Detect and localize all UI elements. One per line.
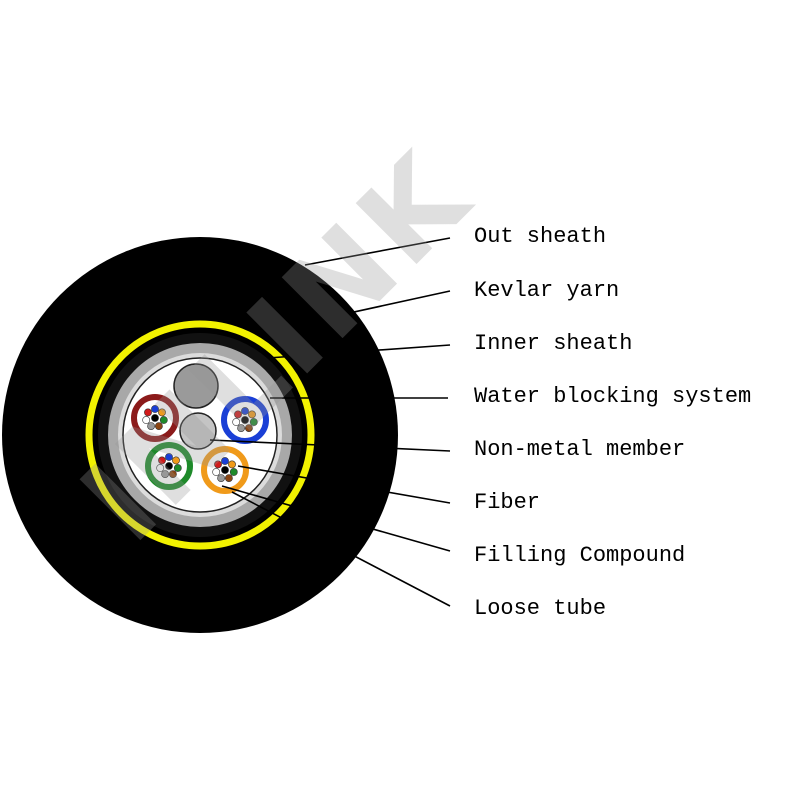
fiber — [173, 464, 182, 472]
filler-rod — [173, 363, 219, 409]
fiber — [214, 460, 222, 469]
loose-tube-green — [145, 442, 193, 490]
non-metal-member — [179, 412, 217, 450]
fiber — [217, 474, 225, 482]
fiber — [172, 456, 180, 465]
fiber — [156, 464, 165, 472]
label-water-blocking-system: Water blocking system — [474, 384, 752, 409]
leader-kevlar-yarn — [257, 290, 451, 334]
leader-out-sheath — [304, 237, 451, 266]
fiber — [142, 416, 151, 424]
fiber — [228, 460, 236, 469]
fiber — [234, 410, 242, 419]
leader-loose-tube — [231, 491, 451, 607]
fiber — [232, 418, 241, 426]
fiber — [144, 408, 152, 417]
label-non-metal-member: Non-metal member — [474, 437, 686, 462]
fiber — [147, 422, 155, 430]
fiber — [158, 456, 166, 465]
fiber — [248, 410, 256, 419]
label-inner-sheath: Inner sheath — [474, 331, 633, 356]
loose-tube-orange — [201, 446, 249, 494]
fiber — [161, 470, 169, 478]
kevlar-yarn-ring — [85, 320, 315, 550]
leader-filling-compound — [221, 485, 451, 552]
fiber — [165, 453, 173, 461]
fiber — [229, 468, 238, 476]
loose-tube-blue — [221, 396, 269, 444]
fiber — [151, 414, 159, 422]
label-fiber: Fiber — [474, 490, 541, 515]
fiber — [168, 470, 177, 478]
fiber — [221, 457, 229, 465]
label-out-sheath: Out sheath — [474, 224, 607, 249]
fiber — [221, 466, 229, 474]
leader-inner-sheath — [267, 344, 451, 359]
label-kevlar-yarn: Kevlar yarn — [474, 278, 620, 303]
fiber — [165, 462, 173, 470]
fiber — [151, 405, 159, 413]
fiber — [158, 408, 166, 417]
fiber — [237, 424, 245, 432]
leader-fiber — [237, 465, 451, 504]
fiber — [241, 407, 249, 415]
label-loose-tube: Loose tube — [474, 596, 607, 621]
loose-tube-red — [131, 394, 179, 442]
fiber — [244, 424, 253, 432]
fiber — [212, 468, 221, 476]
fiber — [241, 416, 249, 424]
leader-non-metal-member — [209, 439, 451, 452]
fiber — [154, 422, 163, 430]
fiber — [249, 418, 258, 426]
fiber — [224, 474, 233, 482]
fiber — [159, 416, 168, 424]
label-filling-compound: Filling Compound — [474, 543, 686, 568]
